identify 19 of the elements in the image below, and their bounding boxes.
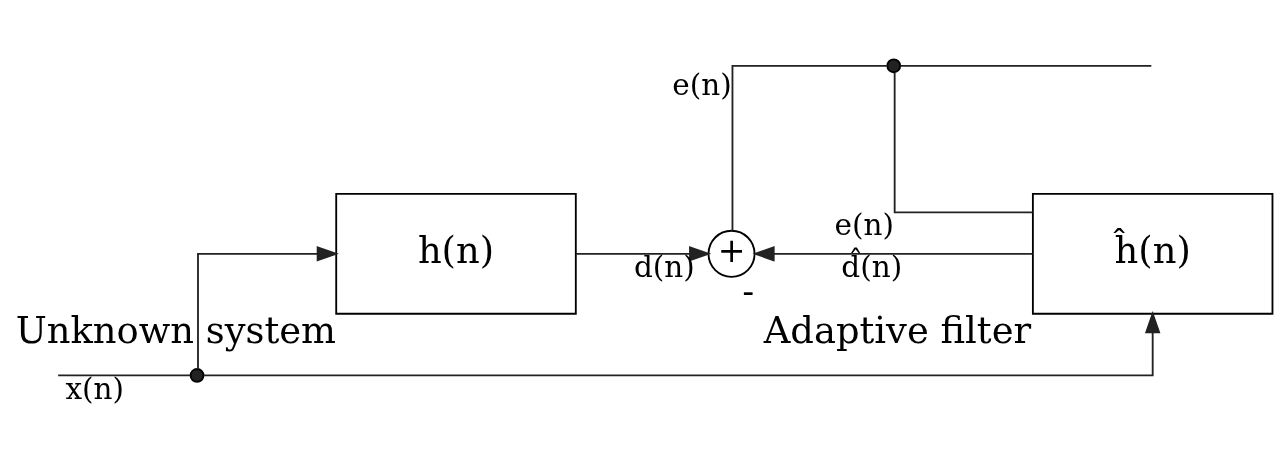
arrow — [752, 246, 1034, 262]
node-circle — [886, 58, 902, 74]
edge-label: d(n) — [633, 250, 695, 285]
connector — [893, 71, 1034, 214]
node-circle: + — [707, 229, 756, 278]
connector — [899, 64, 1153, 67]
edge-label: x(n) — [65, 372, 124, 407]
node-label: Unknown system — [15, 309, 337, 353]
node-circle — [189, 368, 205, 383]
node-label: Adaptive filter — [763, 309, 1032, 353]
edge-label: e(n) — [834, 208, 894, 243]
arrow — [197, 246, 339, 370]
connector — [57, 374, 192, 377]
edge-label: e(n) — [672, 67, 732, 102]
node-box: h(n) — [335, 193, 577, 315]
arrow — [575, 246, 712, 262]
connector — [731, 64, 888, 232]
arrow — [202, 311, 1161, 377]
node-box: ĥ(n) — [1031, 193, 1274, 315]
